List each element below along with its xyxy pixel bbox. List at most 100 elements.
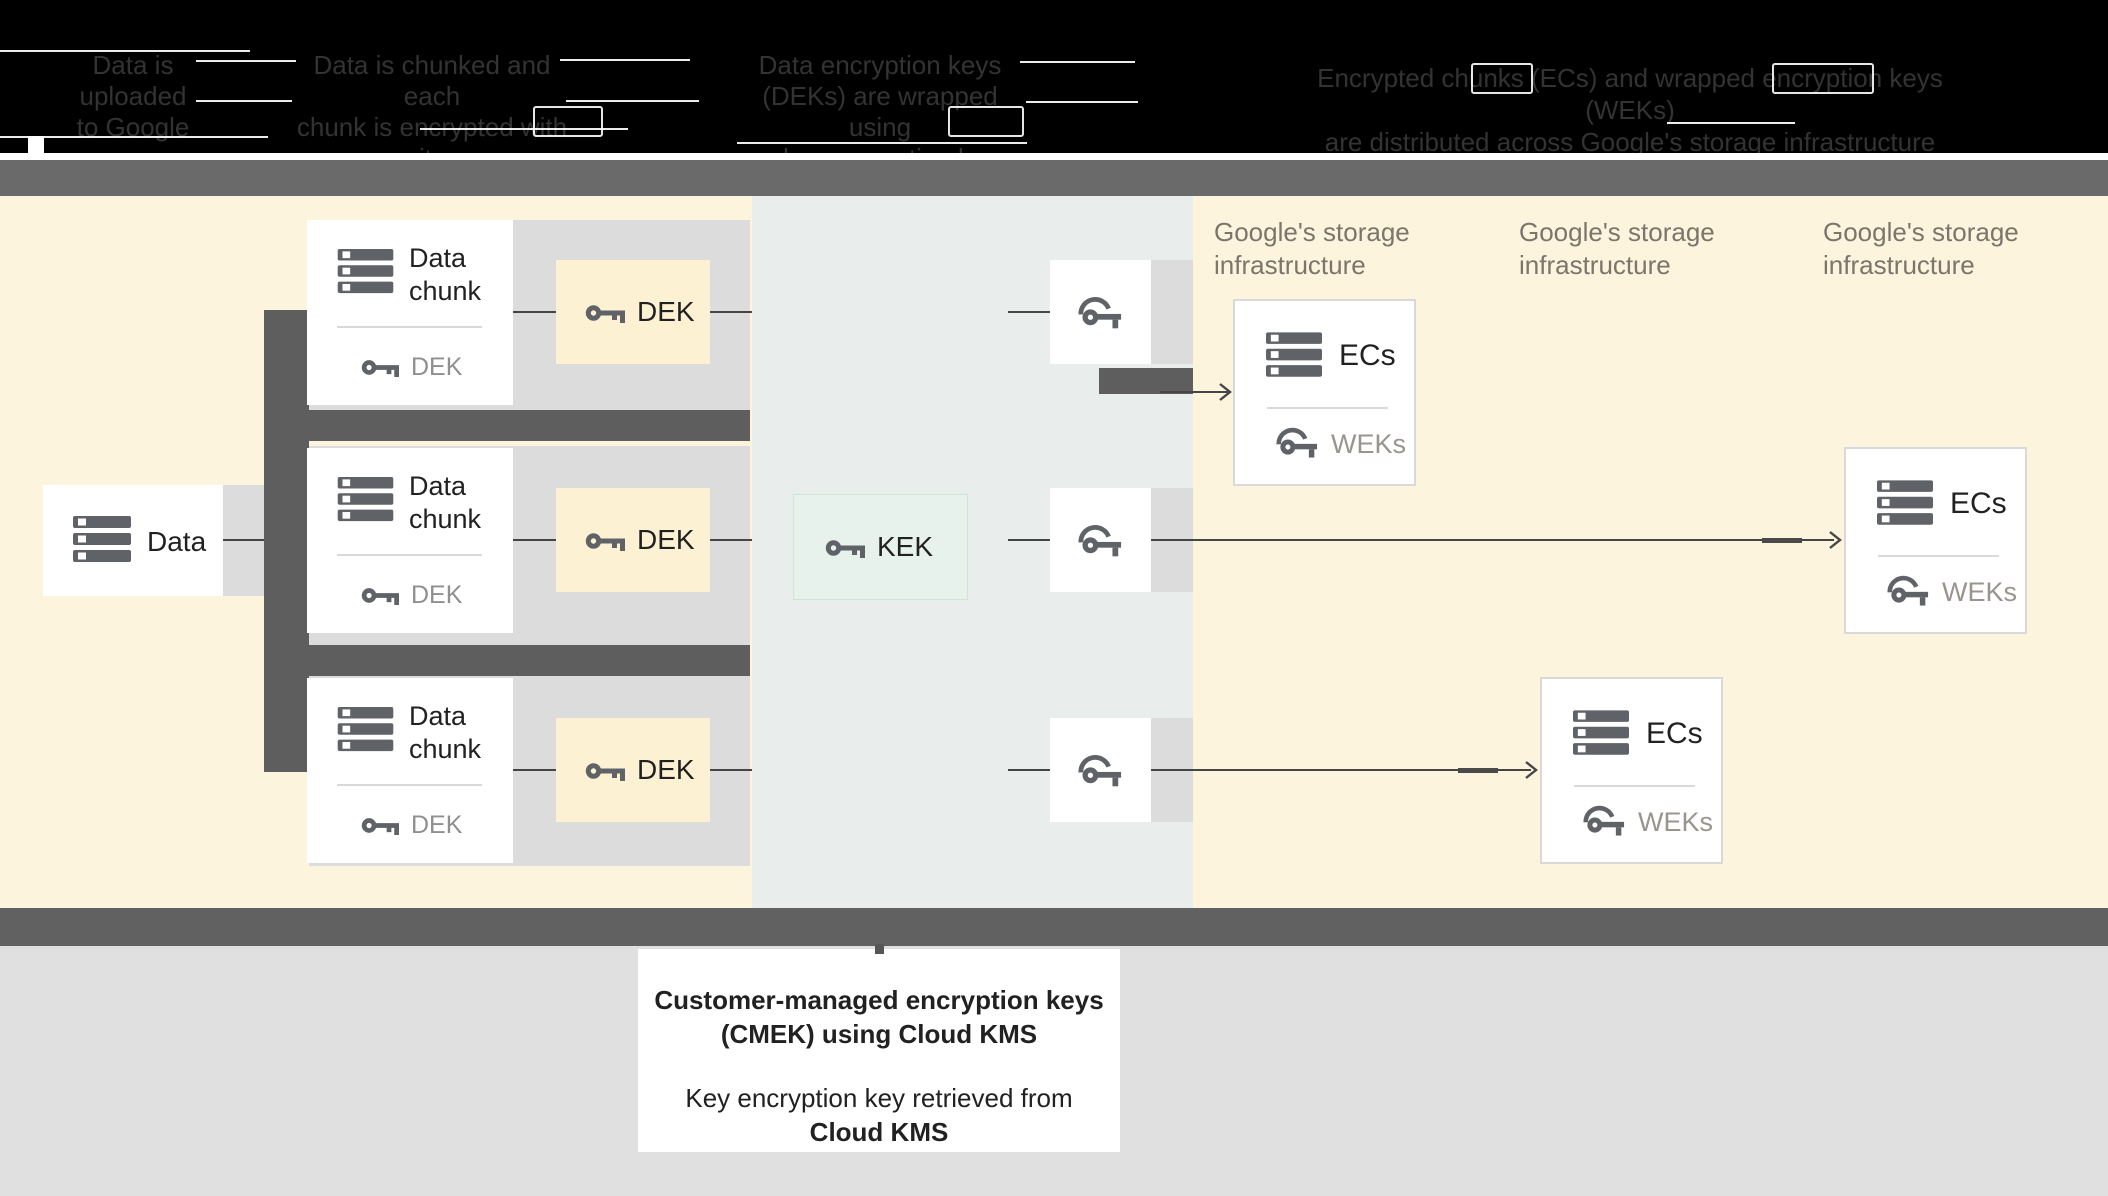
chunk-dek-label: DEK <box>411 353 463 381</box>
arrowhead-icon <box>1524 760 1538 780</box>
arrow-row3-shaft <box>1151 769 1531 771</box>
wrapped-key-icon <box>1886 575 1930 606</box>
storage-icon <box>1877 480 1933 527</box>
ecs-divider <box>1267 407 1388 409</box>
artifact-line <box>1026 101 1138 103</box>
arrow-row1-shaft <box>1160 391 1228 393</box>
key-icon <box>361 814 399 837</box>
header-step-4-line: are distributed across Google's storage … <box>1324 127 1936 157</box>
ecs-box-2: ECs WEKs <box>1844 447 2027 634</box>
line-chunk3-to-dek3 <box>513 769 556 771</box>
kek-box-label: KEK <box>877 531 934 562</box>
branch-trunk-vertical <box>264 310 309 772</box>
storage-infra-label-1: Google's storage infrastructure <box>1214 217 1410 280</box>
line-into-wrap3 <box>1008 769 1050 771</box>
dek-box-label: DEK <box>637 754 695 785</box>
header-step-1-line: uploaded <box>79 81 187 111</box>
wrapped-key-icon <box>1077 754 1123 787</box>
key-icon <box>585 301 625 325</box>
chunk-label: Data chunk <box>409 471 482 534</box>
caption-body-line1: Key encryption key retrieved from <box>685 1083 1073 1113</box>
ecs-box-3: ECs WEKs <box>1540 677 1723 864</box>
header-step-1: Data is uploaded to Google <box>43 50 223 143</box>
wrap-key-box-3 <box>1050 718 1151 822</box>
artifact-line <box>420 128 628 130</box>
ecs-divider <box>1878 555 1999 557</box>
header-black-band <box>0 0 2108 153</box>
storage-icon <box>336 477 395 523</box>
wrap-key-box-1 <box>1050 260 1151 364</box>
kek-box: KEK <box>793 494 968 600</box>
arrowhead-icon <box>1218 382 1232 402</box>
artifact-line <box>196 100 292 102</box>
line-data-to-trunk <box>223 539 264 541</box>
wrapped-key-icon <box>1275 427 1319 458</box>
storage-icon <box>336 707 395 753</box>
header-step-4-line: Encrypted chunks (ECs) and wrapped encry… <box>1317 63 1943 125</box>
arrow-row2-shaft <box>1151 539 1834 541</box>
arrow-row2-dash <box>1762 538 1802 543</box>
artifact-line <box>0 50 250 52</box>
header-step-1-line: Data is <box>92 50 174 80</box>
wrapped-key-icon <box>1077 524 1123 557</box>
caption-title-line2: (CMEK) using Cloud KMS <box>720 1019 1038 1049</box>
weks-label: WEKs <box>1942 577 2018 607</box>
line-dek2-out <box>710 539 752 541</box>
key-icon <box>361 584 399 607</box>
artifact-notch <box>28 136 44 154</box>
chunk-divider <box>337 326 482 328</box>
wrap-strip-1 <box>1151 260 1193 364</box>
branch-band-2 <box>264 645 750 676</box>
ecs-divider <box>1574 785 1695 787</box>
weks-label: WEKs <box>1331 429 1407 459</box>
artifact-line <box>566 100 699 102</box>
chunk-dek-label: DEK <box>411 581 463 609</box>
bottom-dark-band <box>0 908 2108 946</box>
ecs-label: ECs <box>1646 717 1703 750</box>
wrap-key-box-2 <box>1050 488 1151 592</box>
weks-label: WEKs <box>1638 807 1714 837</box>
chunk-divider <box>337 554 482 556</box>
artifact-line <box>1020 61 1135 63</box>
artifact-token-outline-ecs <box>1471 63 1533 94</box>
wrapped-key-icon <box>1077 296 1123 329</box>
key-icon <box>585 759 625 783</box>
arrow-row3-dash <box>1458 768 1498 773</box>
data-chunk-box-1: Data chunk DEK <box>307 220 513 405</box>
caption-title-line1: Customer-managed encryption keys <box>654 985 1104 1015</box>
artifact-token-outline-dek <box>533 106 603 137</box>
data-chunk-box-2: Data chunk DEK <box>307 448 513 633</box>
chunk-divider <box>337 784 482 786</box>
branch-band-1 <box>264 410 750 441</box>
header-step-3-line: Data encryption keys <box>758 50 1002 80</box>
line-kek-to-wrap2 <box>1008 539 1050 541</box>
dek-box-label: DEK <box>637 296 695 327</box>
header-separator-gray <box>0 160 2108 196</box>
storage-icon <box>73 516 131 564</box>
key-icon <box>361 356 399 379</box>
header-separator-white <box>0 153 2108 160</box>
header-step-2-line: Data is chunked and each <box>313 50 551 111</box>
key-icon <box>585 529 625 553</box>
chunk-dek-label: DEK <box>411 811 463 839</box>
line-chunk1-to-dek1 <box>513 311 556 313</box>
artifact-line <box>0 136 268 138</box>
line-dek3-out <box>710 769 752 771</box>
storage-icon <box>336 249 395 295</box>
caption-body-line2: Cloud KMS <box>809 1117 949 1147</box>
artifact-token-outline-weks <box>1772 63 1874 94</box>
wrapped-key-icon <box>1582 805 1626 836</box>
dek-box-label: DEK <box>637 524 695 555</box>
artifact-line <box>737 142 1027 144</box>
storage-icon <box>1573 710 1629 757</box>
caption-spacer <box>638 1051 1120 1081</box>
artifact-token-outline-kek <box>948 106 1024 137</box>
ecs-label: ECs <box>1339 339 1396 372</box>
dek-box-3: DEK <box>556 718 710 822</box>
key-icon <box>825 536 865 560</box>
caption-box: Customer-managed encryption keys (CMEK) … <box>638 949 1120 1152</box>
storage-infra-label-3: Google's storage infrastructure <box>1823 217 2019 280</box>
line-dek1-out <box>710 311 752 313</box>
elbow-connector-row1 <box>1099 368 1193 394</box>
